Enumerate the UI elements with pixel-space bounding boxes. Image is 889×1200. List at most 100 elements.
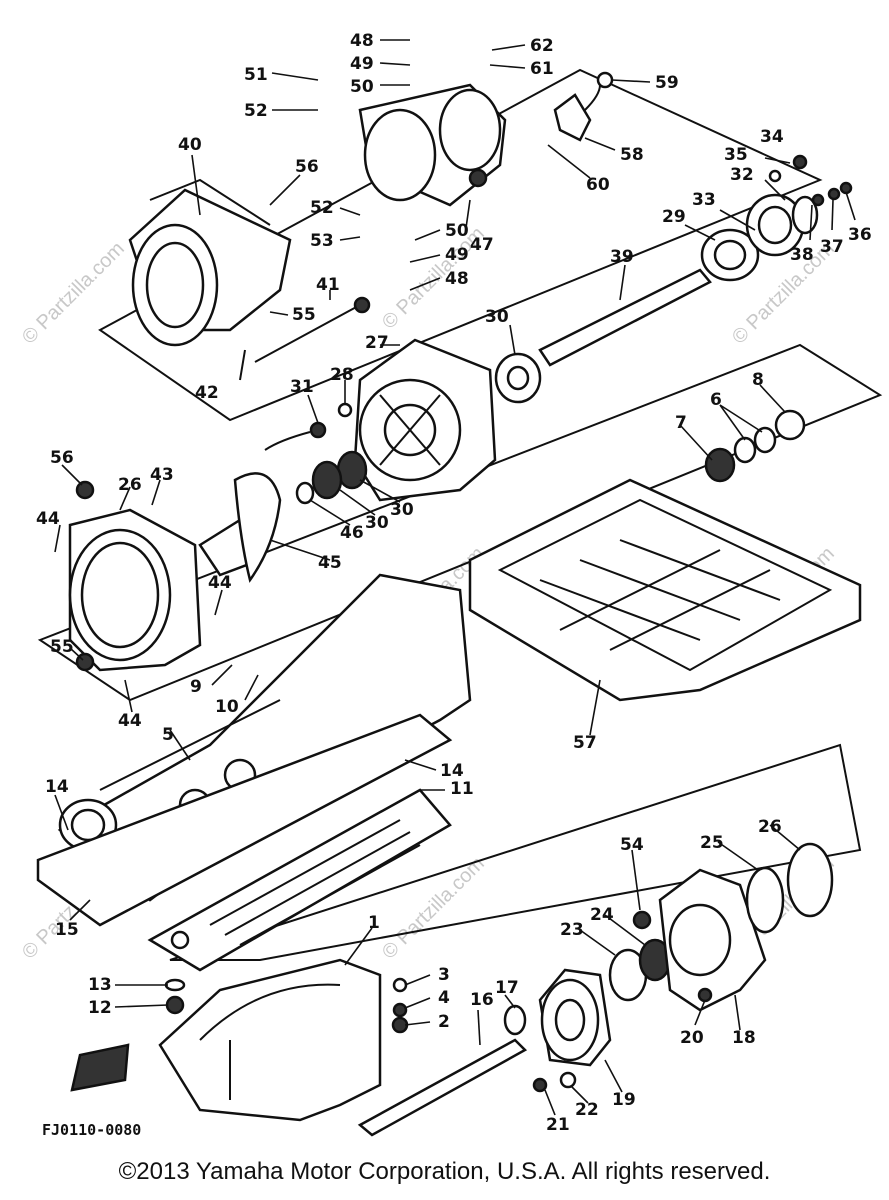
callout-49-lower: 49 (445, 245, 469, 265)
frame-middle (37, 343, 883, 702)
callout-14-right: 14 (440, 761, 464, 781)
callout-22: 22 (575, 1100, 599, 1120)
callout-28: 27 (365, 333, 389, 353)
watermark-7: © Partzilla.com (378, 853, 489, 964)
callout-45: 45 (318, 553, 342, 573)
callout-50: 50 (350, 77, 374, 97)
callout-25: 25 (700, 833, 724, 853)
callout-46: 46 (340, 523, 364, 543)
callout-56-lower: 56 (50, 448, 74, 468)
callout-54: 54 (620, 835, 644, 855)
housing-42 (128, 178, 292, 381)
cover-1 (158, 958, 382, 1122)
callout-4: 4 (438, 988, 450, 1008)
callout-16: 16 (470, 990, 494, 1010)
fasteners-12-13 (164, 978, 186, 1015)
callout-57: 57 (573, 733, 597, 753)
callout-49: 49 (350, 54, 374, 74)
ride-plate-15 (36, 713, 453, 927)
plate-11 (147, 788, 452, 972)
callout-29: 28 (330, 365, 354, 385)
decal-icon (70, 1043, 130, 1092)
callout-51: 51 (244, 65, 268, 85)
drive-shaft-41 (538, 268, 712, 367)
housing-18 (658, 868, 767, 1012)
bearing-30-lower (494, 352, 542, 404)
callout-30-lower: 30 (485, 307, 509, 327)
callout-44-a: 42 (195, 383, 219, 403)
fasteners-2-5 (391, 977, 409, 1034)
callout-43: 41 (316, 275, 340, 295)
rod-16 (357, 1038, 528, 1137)
duct-27 (68, 480, 202, 672)
exploded-parts-diagram: © Partzilla.com © Partzilla.com © Partzi… (18, 31, 883, 1139)
callout-59: 59 (655, 73, 679, 93)
callout-30-upper: 29 (662, 207, 686, 227)
callout-labels: 48 49 50 51 52 62 61 59 58 60 40 56 52 5… (36, 31, 872, 1139)
callout-58: 58 (620, 145, 644, 165)
callout-21: 21 (546, 1115, 570, 1135)
callout-1: 1 (368, 913, 380, 933)
grate-57 (468, 478, 862, 702)
callout-42: 40 (178, 135, 202, 155)
callout-36: 34 (760, 127, 784, 147)
callout-11: 11 (450, 779, 474, 799)
callout-23: 23 (560, 920, 584, 940)
callout-19: 19 (612, 1090, 636, 1110)
callout-60: 60 (586, 175, 610, 195)
callout-8: 8 (752, 370, 764, 390)
callout-44-c: 44 (36, 509, 60, 529)
callout-55: 55 (292, 305, 316, 325)
callout-17: 17 (495, 978, 519, 998)
callout-2: 2 (438, 1012, 450, 1032)
callout-24: 24 (590, 905, 614, 925)
pump-housing-28 (353, 338, 497, 502)
callout-18: 18 (732, 1028, 756, 1048)
callout-48: 48 (350, 31, 374, 51)
callout-39: 37 (820, 237, 844, 257)
callout-20: 20 (680, 1028, 704, 1048)
frame-lower (169, 743, 862, 961)
callout-55-lower: 55 (50, 637, 74, 657)
callout-62: 62 (530, 36, 554, 56)
callout-48-lower: 48 (445, 269, 469, 289)
callout-44-e: 44 (118, 711, 142, 731)
callout-38: 36 (848, 225, 872, 245)
callout-27: 26 (118, 475, 142, 495)
callout-47: 47 (470, 235, 494, 255)
callout-12: 12 (88, 998, 112, 1018)
callout-35: 33 (692, 190, 716, 210)
rings-25-26 (745, 842, 834, 934)
callout-31: 30 (365, 513, 389, 533)
callout-50-lower: 50 (445, 221, 469, 241)
nozzle-47 (358, 83, 507, 207)
callout-34: 32 (730, 165, 754, 185)
watermark-1: © Partzilla.com (18, 238, 129, 349)
leader-lines (54, 39, 856, 1116)
callout-3: 3 (438, 965, 450, 985)
callout-52: 52 (244, 101, 268, 121)
callout-44-b: 43 (150, 465, 174, 485)
callout-14-left: 14 (45, 777, 69, 797)
callout-9: 9 (190, 677, 202, 697)
callout-33: 31 (290, 377, 314, 397)
bolt-43 (254, 296, 371, 363)
fitting-33 (264, 402, 353, 451)
callout-53: 53 (310, 231, 334, 251)
callout-41: 39 (610, 247, 634, 267)
oring-17 (503, 1004, 527, 1036)
callout-10: 10 (215, 697, 239, 717)
callout-6: 6 (710, 390, 722, 410)
callout-40: 38 (790, 245, 814, 265)
callout-52-lower: 52 (310, 198, 334, 218)
callout-15: 15 (55, 920, 79, 940)
callout-26: 26 (758, 817, 782, 837)
housing-19 (532, 968, 612, 1093)
callout-61: 61 (530, 59, 554, 79)
seal-set-31-32 (295, 450, 368, 505)
callout-32: 30 (390, 500, 414, 520)
callout-7: 7 (675, 413, 687, 433)
lever-58 (553, 71, 614, 142)
callout-44-d: 44 (208, 573, 232, 593)
callout-13: 13 (88, 975, 112, 995)
